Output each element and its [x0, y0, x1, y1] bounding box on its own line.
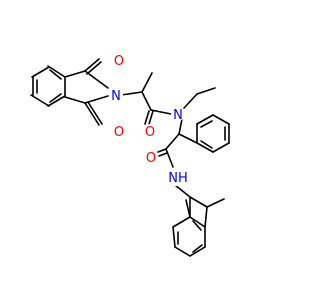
bond-carbonyl-n2 [150, 109, 172, 115]
bond-ar-3 [172, 226, 176, 248]
bond-cb-carbonyl [165, 133, 180, 150]
atom-n2: N [171, 107, 185, 123]
molecule-structure-diagram: O O N O N O N H [0, 0, 300, 300]
atom-n1-label: N [111, 89, 121, 104]
atom-n3-label: N [168, 171, 178, 186]
bond-benzo-6 [31, 66, 50, 78]
bond-co2-double [158, 152, 168, 157]
atom-label-layer: O O N O N O N H [109, 53, 188, 186]
bond-ph-6 [196, 142, 214, 153]
bond-benzo-3 [47, 95, 66, 107]
bond-cb-phenyl [178, 133, 198, 144]
bond-ph-2 [196, 114, 214, 125]
bond-layer [30, 58, 230, 257]
bond-benzo-inner-3 [49, 69, 62, 80]
bond-ph-inner-3 [200, 140, 213, 149]
bond-ar-inner-2 [192, 244, 203, 253]
canvas-background [0, 0, 300, 300]
bond-ar-methyl-left [185, 199, 191, 218]
bond-n2-ch2 [183, 93, 198, 109]
bond-benzo-2 [30, 94, 50, 107]
atom-o4: O [144, 150, 158, 166]
atom-n2-label: N [173, 108, 183, 123]
bond-ar-2 [172, 216, 191, 228]
bond-benzo-5 [47, 65, 66, 78]
atom-o4-label: O [146, 151, 156, 166]
atom-o3: O [143, 124, 157, 140]
bond-co1 [144, 110, 150, 125]
atom-o2-label: O [114, 125, 124, 140]
bond-ar-9 [204, 206, 208, 228]
atom-o1: O [112, 53, 126, 69]
bond-imide-3 [84, 70, 109, 89]
bond-ph-5 [212, 142, 230, 153]
bond-n2-cb [178, 118, 183, 135]
bond-ar-inner-3 [192, 220, 202, 231]
bond-ar-7 [189, 216, 206, 228]
atom-n3-hydrogen-label: H [178, 171, 188, 186]
bond-imide-co-top [84, 58, 100, 72]
bond-n3-ar [174, 184, 191, 198]
bond-ethyl [196, 87, 216, 95]
bond-ar-5 [189, 246, 206, 257]
bond-carbonyl-n3 [165, 148, 174, 168]
bond-ca-methyl [141, 72, 153, 93]
bond-imide-co-top-double [86, 61, 102, 75]
bond-imide-co-bottom-double [87, 101, 103, 125]
atom-o1-label: O [114, 54, 124, 69]
bond-imide-co-bottom [84, 102, 100, 126]
atom-n1: N [109, 88, 123, 104]
atom-n3: N H [167, 170, 188, 186]
bond-ph-inner-1 [200, 120, 213, 128]
bond-co1-double [148, 110, 154, 125]
bond-ca-carbonyl [141, 91, 152, 111]
bond-imide-2 [64, 96, 86, 104]
bond-ar-4 [174, 246, 191, 257]
bond-imide-1 [64, 70, 86, 78]
bond-ar-methyl-right [206, 198, 225, 208]
bond-co2 [157, 148, 167, 153]
bond-benzo-inner-2 [49, 93, 62, 103]
bond-n1-ca [120, 91, 143, 96]
bond-ph-3 [212, 114, 230, 125]
bond-ar-8 [189, 196, 208, 208]
atom-o2: O [112, 124, 126, 140]
atom-o3-label: O [145, 125, 155, 140]
